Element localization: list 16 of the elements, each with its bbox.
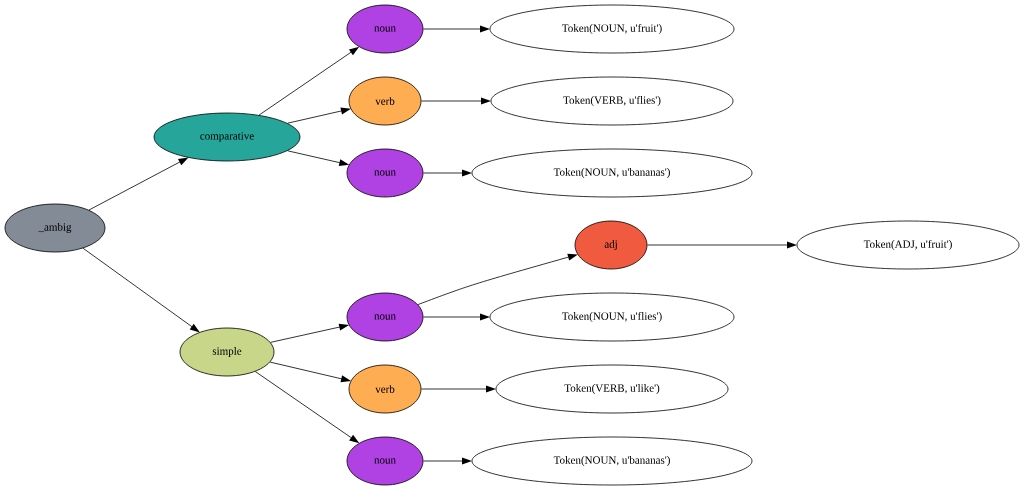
arrow	[270, 323, 350, 343]
arrow	[423, 457, 472, 465]
arrow	[647, 241, 797, 249]
arrow	[269, 361, 352, 383]
arrow	[254, 371, 360, 444]
arrow	[258, 46, 360, 116]
arrow	[421, 385, 496, 393]
arrow	[423, 313, 490, 321]
arrow	[287, 150, 350, 167]
arrow	[88, 157, 189, 211]
arrow	[423, 169, 472, 177]
arrow	[417, 253, 578, 305]
arrow	[421, 97, 491, 105]
arrow	[287, 107, 351, 124]
arrow	[423, 25, 490, 33]
arrow	[82, 247, 200, 333]
